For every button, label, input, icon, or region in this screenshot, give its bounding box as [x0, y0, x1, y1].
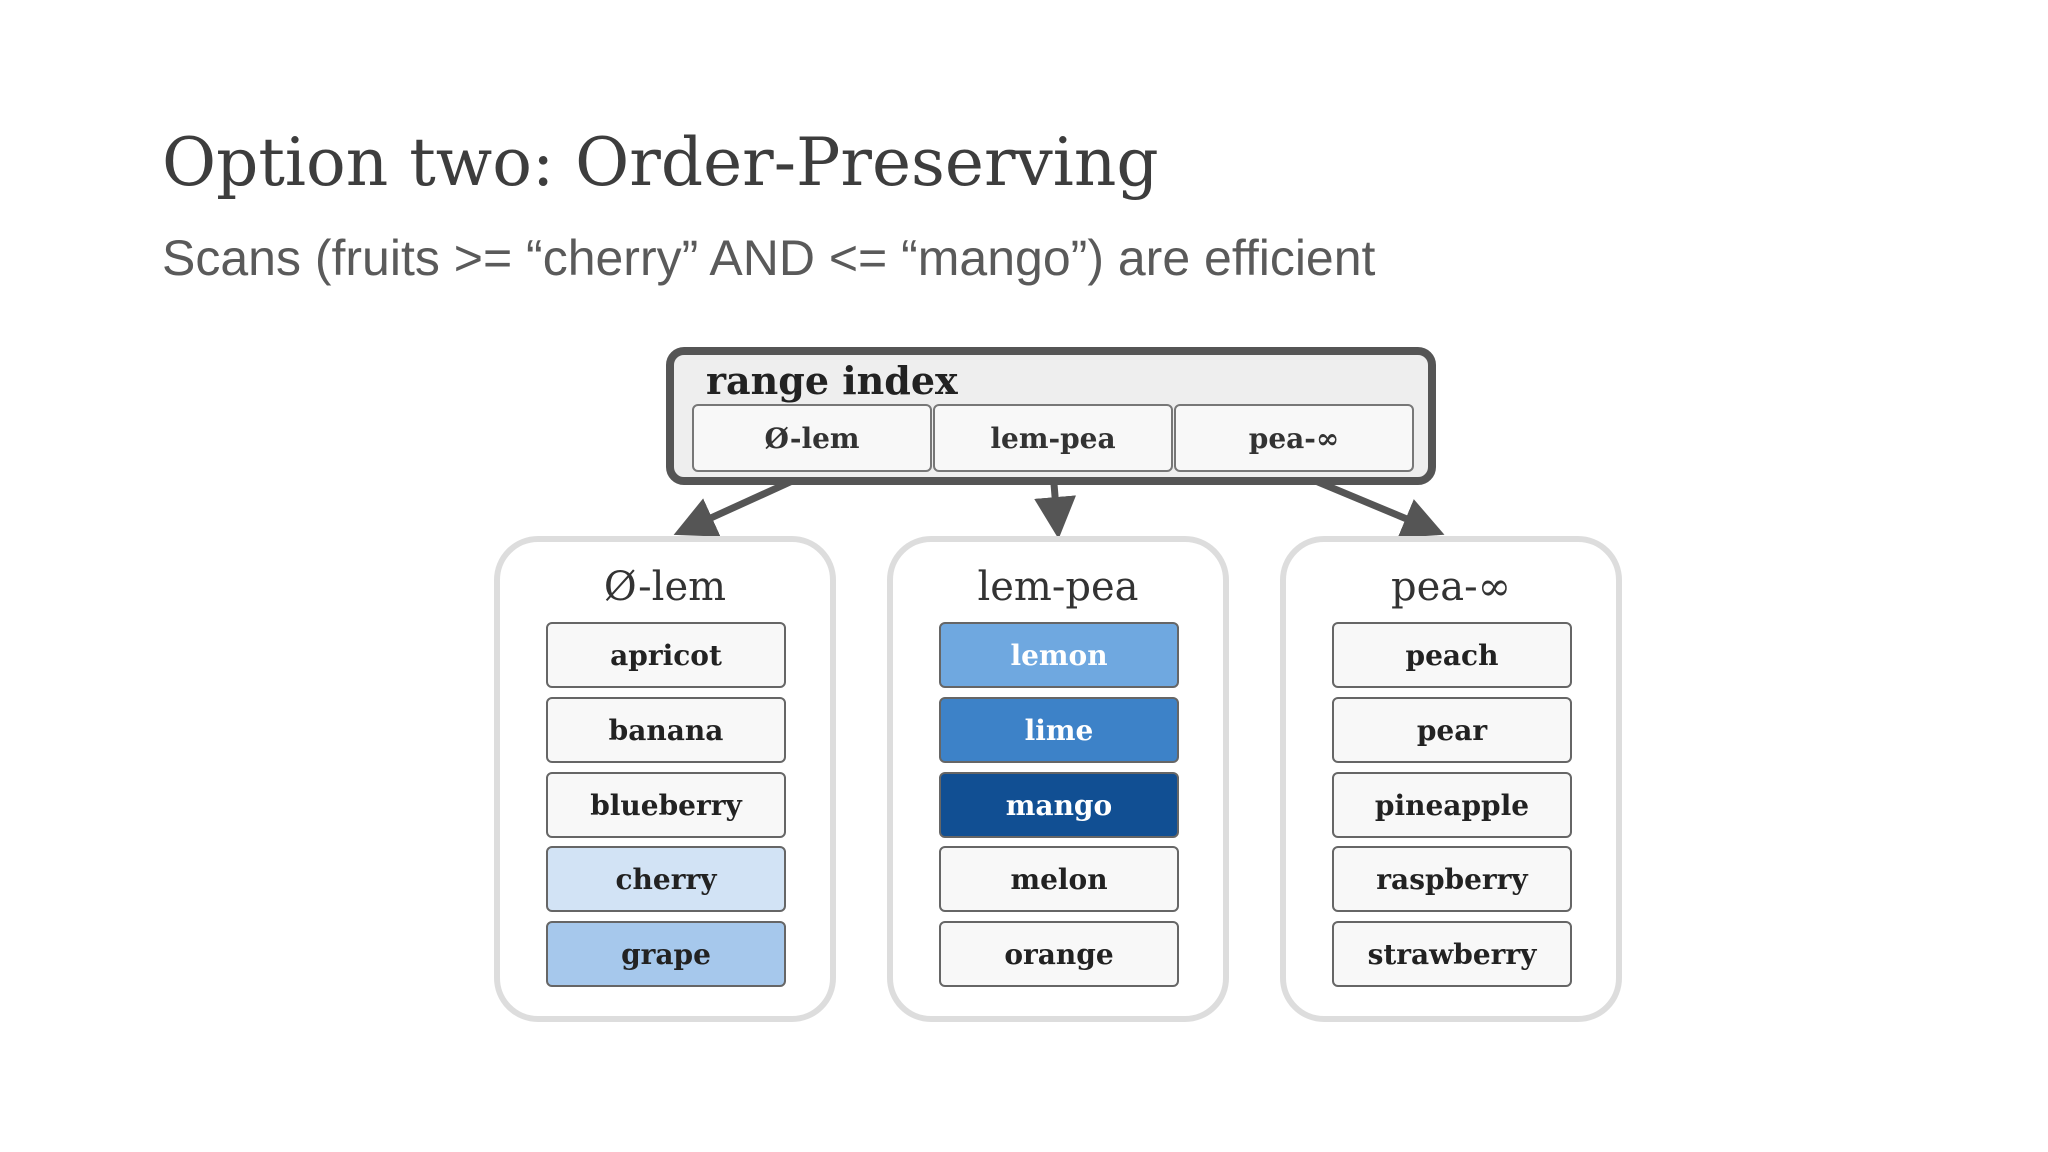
partition-item: raspberry — [1332, 846, 1572, 912]
partition-item: lemon — [939, 622, 1179, 688]
partition-3: pea-∞ peach pear pineapple raspberry str… — [1280, 536, 1622, 1022]
partition-title: pea-∞ — [1391, 564, 1511, 610]
partition-item: apricot — [546, 622, 786, 688]
range-index-cell-1: Ø-lem — [692, 404, 932, 472]
partition-2: lem-pea lemon lime mango melon orange — [887, 536, 1229, 1022]
partition-item: strawberry — [1332, 921, 1572, 987]
slide-subtitle: Scans (fruits >= “cherry” AND <= “mango”… — [162, 230, 1376, 286]
partition-item: melon — [939, 846, 1179, 912]
partition-item: pineapple — [1332, 772, 1572, 838]
partition-item: banana — [546, 697, 786, 763]
range-index-label: range index — [706, 358, 958, 403]
partition-item: pear — [1332, 697, 1572, 763]
partition-1: Ø-lem apricot banana blueberry cherry gr… — [494, 536, 836, 1022]
partition-item: blueberry — [546, 772, 786, 838]
slide-title: Option two: Order-Preserving — [162, 124, 1159, 201]
partition-item: orange — [939, 921, 1179, 987]
partition-title: Ø-lem — [603, 564, 727, 610]
partition-item: peach — [1332, 622, 1572, 688]
partition-item: mango — [939, 772, 1179, 838]
partition-item: cherry — [546, 846, 786, 912]
partition-title: lem-pea — [977, 564, 1139, 610]
partition-item: lime — [939, 697, 1179, 763]
range-index-cell-3: pea-∞ — [1174, 404, 1414, 472]
partition-item: grape — [546, 921, 786, 987]
range-index-cell-2: lem-pea — [933, 404, 1173, 472]
